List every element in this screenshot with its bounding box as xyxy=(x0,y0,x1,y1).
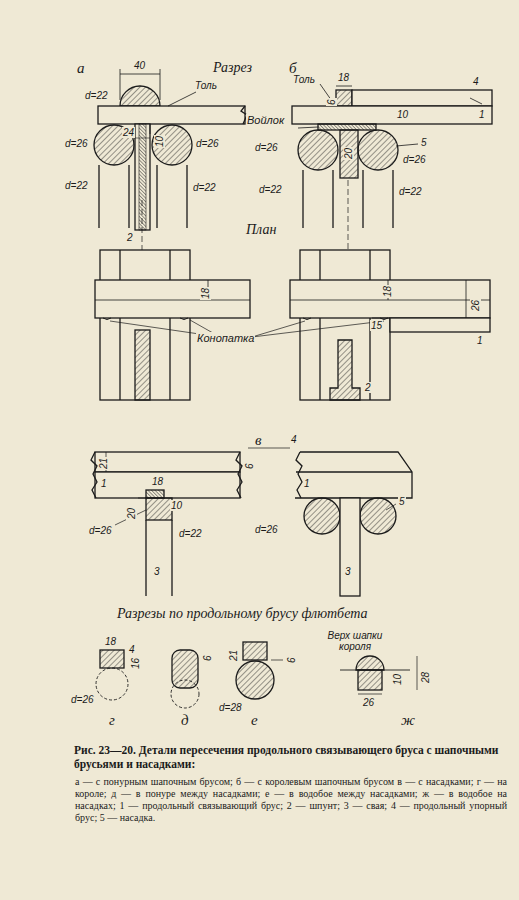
view-letter: в xyxy=(254,432,263,449)
view-letter: а xyxy=(76,60,86,77)
dimension: 10 xyxy=(170,500,183,511)
dimension: 10 xyxy=(396,109,409,120)
view-letter: д xyxy=(180,712,190,729)
plan-views xyxy=(95,250,490,400)
view-heading: Разрез xyxy=(212,60,253,76)
dimension: 40 xyxy=(133,60,146,71)
note: Войлок xyxy=(246,114,285,126)
dimension: 26 xyxy=(362,697,375,708)
dimension: d=26 xyxy=(64,138,89,149)
dimension: 18 xyxy=(200,287,211,300)
dimension: d=26 xyxy=(88,525,113,536)
dimension: 24 xyxy=(122,127,135,138)
dimension: 15 xyxy=(370,320,383,331)
dimension: 3 xyxy=(153,566,161,577)
section-b xyxy=(292,84,492,262)
dimension: 18 xyxy=(382,285,393,298)
dimension: d=22 xyxy=(84,90,109,101)
dimension: Толь xyxy=(292,74,316,85)
dimension: d=22 xyxy=(398,186,423,197)
dimension: 2 xyxy=(126,232,134,243)
note: Конопатка xyxy=(196,332,255,344)
dimension: 4 xyxy=(472,76,480,87)
dimension: 20 xyxy=(343,147,354,160)
dimension: 18 xyxy=(151,476,164,487)
dimension: d=22 xyxy=(178,528,203,539)
caption-key: а — с понурным шапочным брусом; б — с ко… xyxy=(74,776,508,824)
dimension: 1 xyxy=(476,335,484,346)
dimension: 16 xyxy=(130,657,141,670)
section-a xyxy=(94,69,247,260)
view-heading: План xyxy=(245,222,277,238)
dimension: d=22 xyxy=(258,184,283,195)
dimension: 28 xyxy=(420,671,431,684)
note: Верх шапки короля xyxy=(322,630,388,652)
dimension: 10 xyxy=(392,673,403,686)
view-letter: е xyxy=(250,712,259,729)
dimension: Толь xyxy=(194,80,218,91)
dimension: 4 xyxy=(290,434,298,445)
dimension: 1 xyxy=(303,478,311,489)
dimension: 18 xyxy=(104,636,117,647)
dimension: d=26 xyxy=(402,154,427,165)
section-v xyxy=(91,448,412,596)
dimension: 21 xyxy=(228,649,239,662)
view-heading: Разрезы по продольному брусу флютбета xyxy=(116,606,368,622)
dimension: 6 xyxy=(202,654,213,662)
dimension: 21 xyxy=(98,457,109,470)
view-letter: ж xyxy=(400,712,416,729)
dimension: d=28 xyxy=(218,702,243,713)
dimension: d=26 xyxy=(195,138,220,149)
dimension: 3 xyxy=(344,566,352,577)
dimension: 4 xyxy=(128,644,136,655)
dimension: 18 xyxy=(337,72,350,83)
dimension: 1 xyxy=(100,478,108,489)
dimension: 5 xyxy=(398,496,406,507)
dimension: 20 xyxy=(126,507,137,520)
dimension: 2 xyxy=(364,382,372,393)
dimension: 5 xyxy=(420,137,428,148)
dimension: d=26 xyxy=(70,694,95,705)
dimension: d=22 xyxy=(192,182,217,193)
dimension: 6 xyxy=(244,462,255,470)
dimension: d=22 xyxy=(64,180,89,191)
dimension: 10 xyxy=(154,135,165,148)
dimension: 6 xyxy=(326,98,337,106)
dimension: d=26 xyxy=(254,142,279,153)
figure-caption: Рис. 23—20. Детали пересечения продольно… xyxy=(74,744,506,772)
dimension: 6 xyxy=(286,656,297,664)
dimension: 1 xyxy=(478,109,486,120)
dimension: d=26 xyxy=(254,524,279,535)
dimension: 26 xyxy=(470,299,481,312)
view-letter: г xyxy=(108,712,116,729)
